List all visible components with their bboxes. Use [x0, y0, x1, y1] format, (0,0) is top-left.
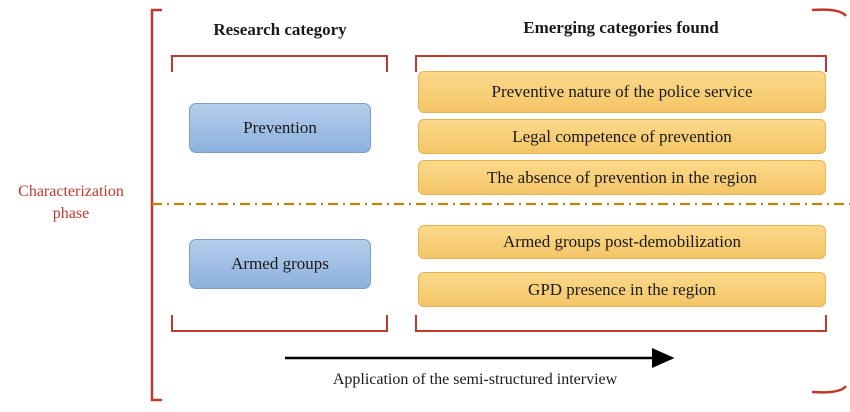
right-outer-bracket-bottom — [811, 385, 847, 394]
research-category-armed-groups: Armed groups — [189, 239, 371, 289]
right-outer-bracket-top — [811, 8, 847, 17]
emerging-category-item: Legal competence of prevention — [418, 119, 826, 154]
process-caption: Application of the semi-structured inter… — [332, 371, 618, 388]
emerging-categories-header: Emerging categories found — [523, 18, 719, 37]
emerging-bottom-bracket — [415, 315, 827, 332]
phase-label-line2: phase — [52, 205, 90, 222]
emerging-category-item: Preventive nature of the police service — [418, 71, 826, 113]
phase-label: Characterization phase — [0, 181, 142, 225]
emerging-category-item: GPD presence in the region — [418, 272, 826, 307]
emerging-category-item: Armed groups post-demobilization — [418, 225, 826, 259]
research-category-header: Research category — [213, 20, 347, 39]
phase-label-line1: Characterization — [18, 183, 124, 200]
emerging-category-item: The absence of prevention in the region — [418, 160, 826, 195]
research-category-prevention: Prevention — [189, 103, 371, 153]
research-top-bracket — [171, 55, 388, 72]
research-bottom-bracket — [171, 315, 388, 332]
emerging-top-bracket — [415, 55, 827, 72]
